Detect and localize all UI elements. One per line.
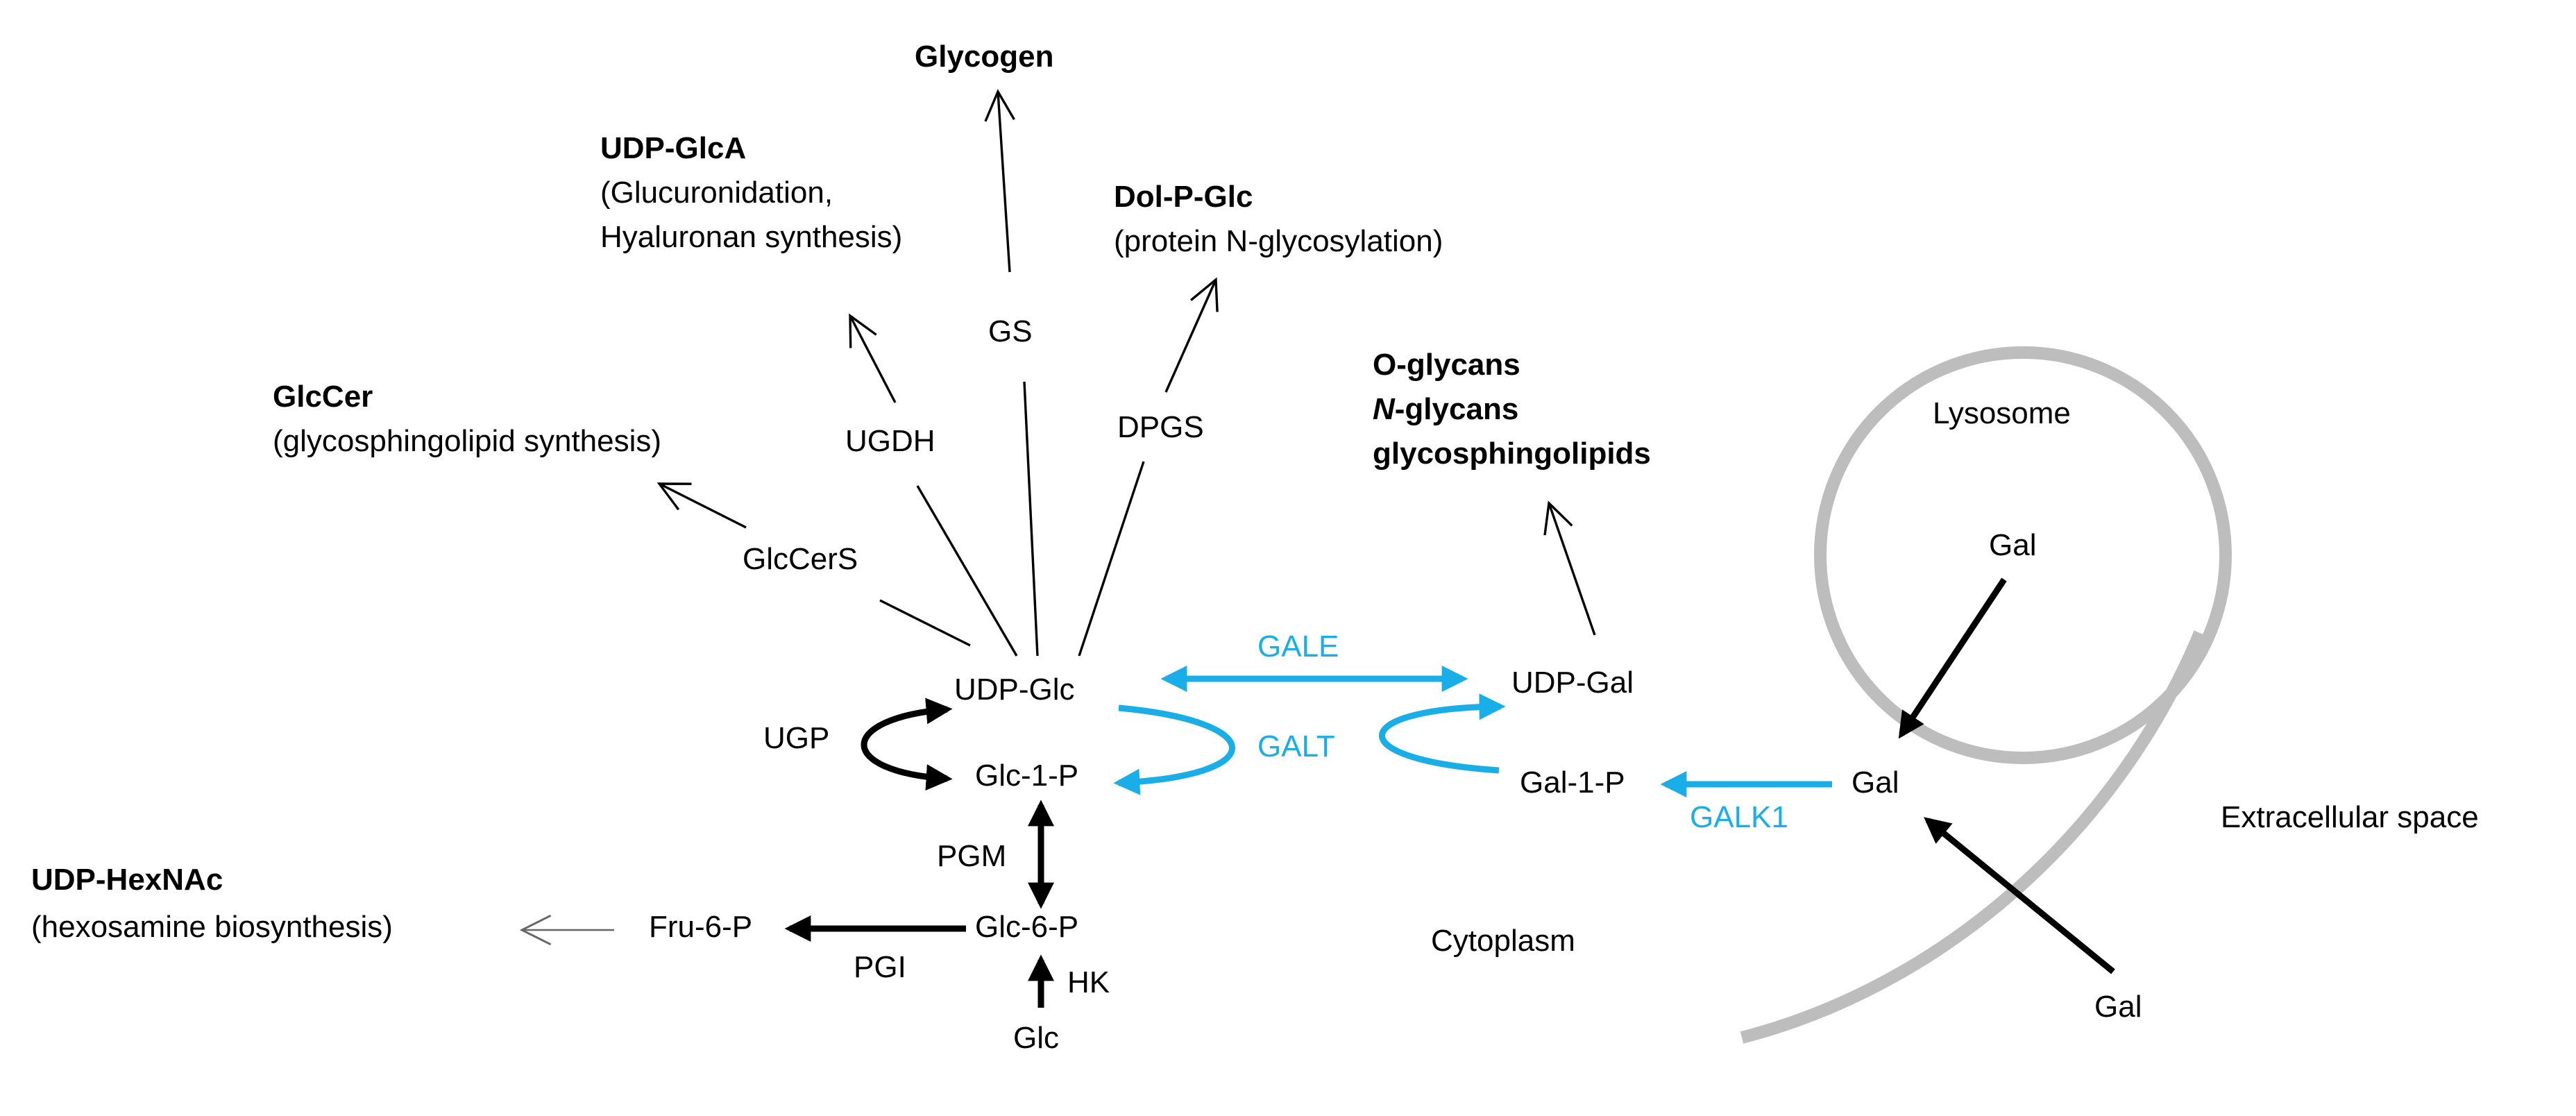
metabolite-gal-1-p: Gal-1-P xyxy=(1520,766,1625,800)
compartment-extracellular: Extracellular space xyxy=(2221,800,2479,834)
gal-extra-to-cyto-arrow xyxy=(1924,817,2115,974)
arrow-to-glycans xyxy=(1543,500,1596,636)
enzyme-galk1: GALK1 xyxy=(1690,800,1788,834)
arrow-to-glccer xyxy=(656,482,747,529)
galt-right-curve xyxy=(1379,693,1506,774)
enzyme-ugp: UGP xyxy=(763,721,829,755)
enzyme-hk: HK xyxy=(1067,965,1110,999)
line-glccers-to-udpglc xyxy=(879,599,971,647)
product-glccer: GlcCer xyxy=(273,380,373,414)
enzyme-glccers: GlcCerS xyxy=(743,542,858,576)
enzyme-gale: GALE xyxy=(1257,629,1339,663)
enzyme-ugdh: UGDH xyxy=(845,424,935,458)
arrow-to-glycogen xyxy=(984,89,1015,273)
metabolite-udp-glc: UDP-Glc xyxy=(954,673,1075,707)
n-italic: N xyxy=(1373,392,1396,426)
metabolite-fru-6-p: Fru-6-P xyxy=(649,910,752,944)
metabolite-udp-gal: UDP-Gal xyxy=(1511,666,1634,700)
enzyme-galt: GALT xyxy=(1257,729,1335,763)
gal-lysosome-to-cyto-arrow xyxy=(1898,577,2007,739)
plasma-membrane xyxy=(1740,630,2206,1044)
line-gs-to-udpglc xyxy=(1023,381,1039,657)
enzyme-gs: GS xyxy=(988,314,1033,348)
product-udp-hexnac-sub: (hexosamine biosynthesis) xyxy=(31,910,393,944)
enzyme-dpgs: DPGS xyxy=(1117,410,1204,444)
metabolite-glc-6-p: Glc-6-P xyxy=(975,910,1078,944)
product-dol-p-glc: Dol-P-Glc xyxy=(1114,180,1253,214)
metabolite-gal-lysosome: Gal xyxy=(1989,528,2036,562)
metabolite-glc: Glc xyxy=(1013,1021,1059,1055)
product-glccer-sub: (glycosphingolipid synthesis) xyxy=(273,424,661,458)
line-dpgs-to-udpglc xyxy=(1078,461,1145,657)
arrow-to-dolpglc xyxy=(1164,277,1219,393)
product-glycosphingolipids: glycosphingolipids xyxy=(1373,437,1651,471)
enzyme-pgm: PGM xyxy=(937,839,1006,873)
metabolite-glc-1-p: Glc-1-P xyxy=(975,759,1078,793)
product-udp-hexnac: UDP-HexNAc xyxy=(31,863,223,897)
enzyme-pgi: PGI xyxy=(854,950,906,984)
product-udp-glca-sub2: Hyaluronan synthesis) xyxy=(600,220,902,254)
product-o-glycans: O-glycans xyxy=(1373,348,1520,382)
galt-left-curve xyxy=(1113,704,1235,795)
compartment-cytoplasm: Cytoplasm xyxy=(1431,924,1575,958)
product-udp-glca-sub1: (Glucuronidation, xyxy=(600,176,833,210)
product-n-glycans: N-glycans xyxy=(1373,392,1518,426)
lysosome-membrane xyxy=(1814,346,2232,764)
metabolite-gal-extracellular: Gal xyxy=(2094,990,2142,1024)
n-glycans-rest: -glycans xyxy=(1395,392,1519,426)
compartment-lysosome: Lysosome xyxy=(1933,396,2071,430)
metabolite-gal-cytoplasm: Gal xyxy=(1852,766,1899,800)
ugp-curved-arrows xyxy=(861,698,953,791)
product-glycogen: Glycogen xyxy=(915,40,1054,74)
product-udp-glca: UDP-GlcA xyxy=(600,131,746,165)
product-dol-p-glc-sub: (protein N-glycosylation) xyxy=(1114,224,1443,258)
arrow-to-udpglca xyxy=(849,313,897,403)
line-ugdh-to-udpglc xyxy=(916,485,1018,657)
